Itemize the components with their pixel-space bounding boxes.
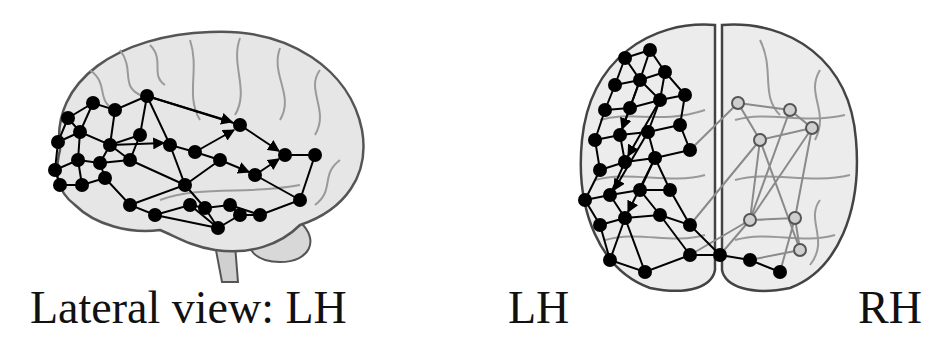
view-label: RH — [858, 280, 922, 335]
lateral-brain — [48, 32, 363, 282]
view-label: Lateral view: LH — [30, 280, 347, 335]
view-label: LH — [508, 280, 569, 335]
top-view-brain — [578, 25, 857, 291]
